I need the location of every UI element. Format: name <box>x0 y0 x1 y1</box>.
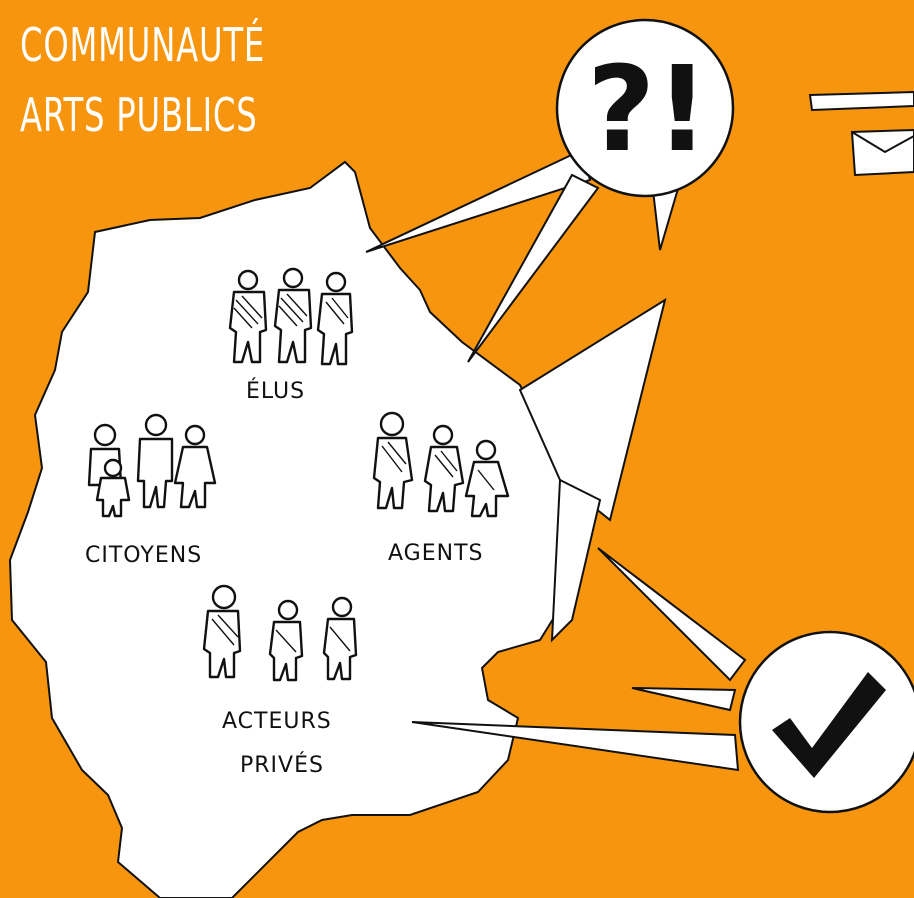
title-line-2: ARTS PUBLICS <box>20 88 258 142</box>
check-bubble-spike-1 <box>597 547 747 682</box>
label-elus: ÉLUS <box>246 378 305 404</box>
envelope-icon <box>808 90 914 177</box>
check-bubble-spike-3 <box>411 721 740 772</box>
checkmark-icon <box>772 672 886 778</box>
acteurs-prives-figures <box>202 584 358 682</box>
label-prives: PRIVÉS <box>240 752 324 778</box>
arrow-wedge-lower <box>550 478 602 643</box>
label-acteurs: ACTEURS <box>222 709 332 734</box>
question-bubble-text: ?! <box>587 40 709 178</box>
agents-figures <box>372 411 510 518</box>
arrow-wedge <box>518 297 667 522</box>
question-bubble-spike-2 <box>467 173 600 363</box>
elus-figures <box>228 267 354 366</box>
check-bubble-spike-2 <box>631 687 737 712</box>
check-bubble <box>738 630 914 814</box>
community-area <box>8 160 600 898</box>
label-agents: AGENTS <box>388 541 483 566</box>
title-line-1: COMMUNAUTÉ <box>20 18 266 72</box>
citoyens-figures <box>87 413 217 518</box>
label-citoyens: CITOYENS <box>85 543 202 568</box>
question-bubble <box>555 18 735 198</box>
